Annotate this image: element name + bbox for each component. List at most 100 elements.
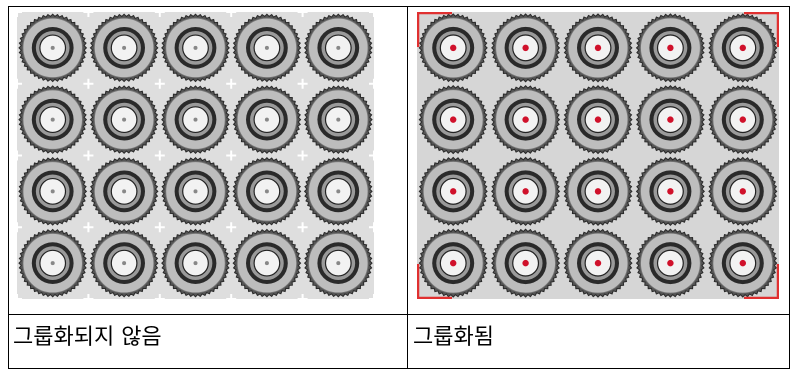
wheel-icon: [708, 228, 778, 298]
wheel-icon: [708, 156, 778, 226]
wheel-icon: [491, 85, 561, 155]
hub-center-dot: [193, 117, 198, 122]
plus-mark: [230, 222, 233, 233]
plus-mark: [158, 150, 161, 161]
wheel-icon: [563, 85, 633, 155]
plus-mark: [230, 294, 233, 299]
hub-center-dot: [336, 117, 341, 122]
plus-mark: [87, 150, 90, 161]
plus-mark: [17, 82, 22, 85]
plus-mark: [301, 78, 304, 89]
plus-mark: [17, 12, 18, 17]
wheel-icon: [89, 228, 159, 298]
plus-mark: [301, 294, 304, 299]
plus-mark: [369, 12, 374, 13]
hub-center-dot: [667, 259, 674, 267]
group-bracket-top-left: [417, 12, 452, 47]
wheel-icon: [161, 85, 230, 155]
plus-mark: [17, 226, 22, 229]
hub-center-dot: [450, 116, 457, 123]
grouped-example-image: [417, 12, 779, 299]
hub-center-dot: [193, 45, 198, 50]
hub-center-dot: [450, 188, 457, 195]
hub-center-dot: [594, 116, 602, 123]
hub-center-dot: [522, 44, 529, 52]
hub-center-dot: [50, 261, 55, 266]
wheel-icon: [161, 13, 230, 83]
plus-mark: [17, 150, 18, 161]
plus-mark: [17, 12, 22, 13]
wheel-icon: [232, 13, 302, 83]
plus-mark: [301, 150, 304, 161]
plus-mark: [373, 78, 374, 89]
hub-center-dot: [739, 44, 746, 52]
wheel-icon: [161, 228, 230, 298]
wheel-icon: [635, 156, 705, 226]
wheel-icon: [563, 228, 633, 298]
plus-mark: [17, 154, 22, 157]
hub-center-dot: [122, 189, 127, 194]
wheel-icon: [303, 13, 373, 83]
hub-center-dot: [522, 259, 529, 267]
hub-center-dot: [594, 259, 602, 267]
wheel-icon: [708, 13, 778, 83]
plus-mark: [373, 222, 374, 233]
column-divider: [407, 7, 408, 368]
wheel-icon: [18, 156, 88, 226]
hub-center-dot: [193, 261, 198, 266]
wheel-icon: [18, 85, 88, 155]
plus-mark: [158, 222, 161, 233]
plus-mark: [87, 222, 90, 233]
plus-mark: [87, 12, 90, 17]
plus-mark: [87, 294, 90, 299]
ungrouped-wheels-canvas: [17, 12, 374, 299]
hub-center-dot: [594, 44, 602, 52]
hub-center-dot: [264, 261, 269, 266]
ungrouped-example-image: [17, 12, 374, 299]
wheel-icon: [418, 228, 488, 298]
wheel-icon: [635, 13, 705, 83]
plus-mark: [158, 12, 161, 17]
wheel-icon: [418, 13, 488, 83]
plus-mark: [369, 298, 374, 299]
grouped-caption: 그룹화됨: [413, 325, 494, 350]
plus-mark: [369, 226, 374, 229]
hub-center-dot: [450, 44, 457, 52]
plus-mark: [301, 222, 304, 233]
ungrouped-caption: 그룹화되지 않음: [13, 325, 162, 350]
hub-center-dot: [264, 117, 269, 122]
wheel-icon: [491, 156, 561, 226]
wheel-icon: [635, 85, 705, 155]
hub-center-dot: [522, 188, 529, 195]
hub-center-dot: [50, 45, 55, 50]
plus-mark: [158, 294, 161, 299]
wheel-icon: [89, 13, 159, 83]
hub-center-dot: [667, 188, 674, 195]
hub-center-dot: [336, 45, 341, 50]
plus-mark: [230, 12, 233, 17]
plus-mark: [17, 78, 18, 89]
wheel-icon: [418, 85, 488, 155]
hub-center-dot: [193, 189, 198, 194]
group-bracket-top-right: [744, 12, 779, 47]
wheel-icon: [232, 156, 302, 226]
group-bracket-bottom-left: [417, 264, 452, 299]
hub-center-dot: [739, 116, 746, 123]
wheel-icon: [635, 228, 705, 298]
wheel-icon: [18, 228, 88, 298]
hub-center-dot: [122, 117, 127, 122]
grouped-wheels-canvas: [417, 12, 779, 299]
plus-mark: [17, 298, 22, 299]
hub-center-dot: [336, 261, 341, 266]
hub-center-dot: [739, 188, 746, 195]
hub-center-dot: [122, 45, 127, 50]
wheel-icon: [89, 85, 159, 155]
wheel-icon: [491, 13, 561, 83]
wheel-icon: [161, 156, 230, 226]
plus-mark: [230, 78, 233, 89]
wheel-icon: [563, 13, 633, 83]
hub-center-dot: [264, 45, 269, 50]
wheel-icon: [89, 156, 159, 226]
plus-mark: [373, 12, 374, 17]
comparison-table: 그룹화되지 않음 그룹화됨: [8, 6, 790, 369]
